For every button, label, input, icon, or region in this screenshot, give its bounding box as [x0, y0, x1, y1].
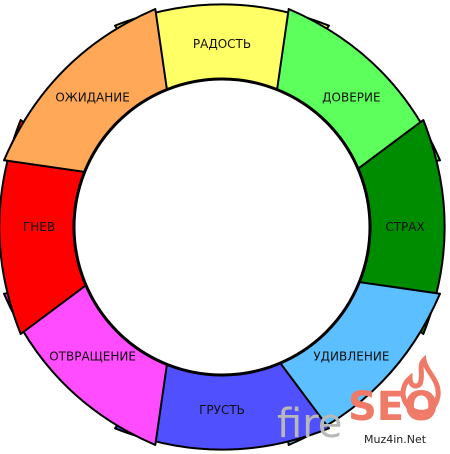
watermark-site: Muz4in.Net	[364, 433, 427, 446]
petal-label-2: СТРАХ	[385, 220, 424, 234]
petal-label-1: ДОВЕРИЕ	[322, 91, 380, 105]
watermark: fire SEO Muz4in.Net	[277, 354, 441, 447]
petal-4	[114, 345, 330, 451]
petal-6	[0, 119, 104, 335]
center-circle	[72, 77, 372, 377]
petal-label-0: РАДОСТЬ	[193, 37, 251, 51]
petal-label-6: ГНЕВ	[23, 220, 55, 234]
watermark-brand-seo: SEO	[348, 384, 438, 430]
petal-label-7: ОЖИДАНИЕ	[55, 91, 130, 105]
watermark-brand-fire: fire	[277, 401, 342, 447]
petal-labels: РАДОСТЬ ДОВЕРИЕ СТРАХ УДИВЛЕНИЕ ГРУСТЬ ОТВРАЩ…	[23, 37, 425, 417]
flame-icon	[400, 354, 441, 415]
petal-2	[340, 119, 446, 335]
petal-label-5: ОТВРАЩЕНИЕ	[49, 349, 136, 363]
petal-label-4: ГРУСТЬ	[199, 403, 245, 417]
petal-label-3: УДИВЛЕНИЕ	[313, 349, 389, 363]
